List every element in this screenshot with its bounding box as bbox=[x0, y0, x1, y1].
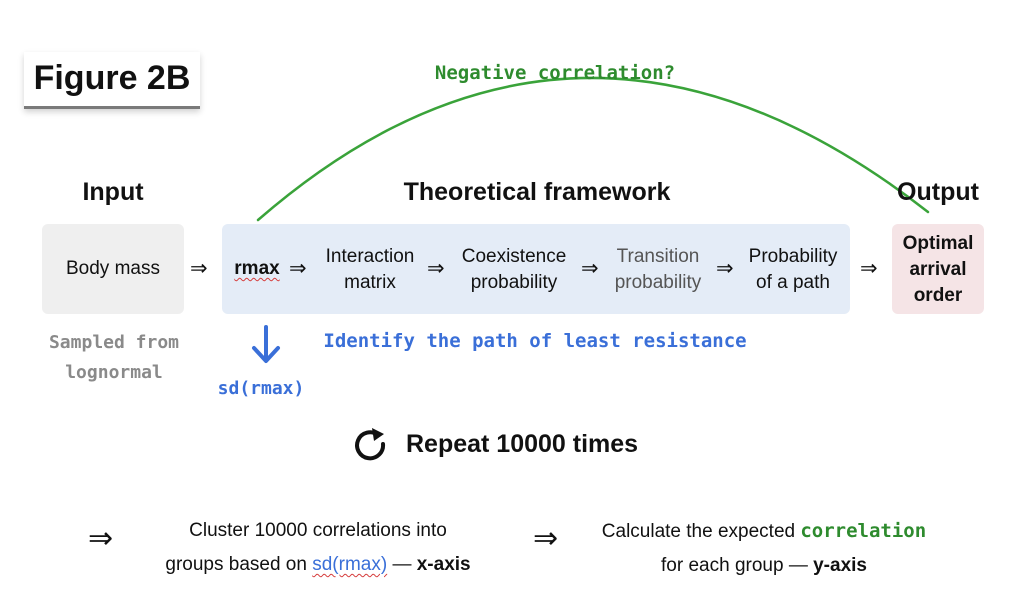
output-line3: order bbox=[913, 285, 963, 306]
arrow-transition-to-path: ⇒ bbox=[716, 257, 734, 280]
path-caption: Identify the path of least resistance bbox=[323, 330, 747, 352]
correlation-line2: for each group — y-axis bbox=[574, 549, 954, 583]
output-line1: Optimal bbox=[902, 233, 974, 254]
cluster-line2-prefix: groups based on bbox=[165, 554, 313, 575]
sampling-note-line2: lognormal bbox=[65, 362, 163, 383]
interaction-matrix-node: Interaction matrix bbox=[316, 244, 424, 296]
repeat-icon bbox=[355, 428, 386, 461]
correlation-step-text: Calculate the expected correlation for e… bbox=[574, 514, 954, 583]
repeat-label: Repeat 10000 times bbox=[406, 430, 639, 458]
header-output: Output bbox=[897, 178, 979, 206]
body-mass-label: Body mass bbox=[66, 258, 160, 279]
sampling-note-line1: Sampled from bbox=[48, 332, 180, 353]
correlation-line2-prefix: for each group — bbox=[661, 555, 814, 576]
arrow-step1: ⇒ bbox=[88, 522, 114, 555]
cluster-dash: — bbox=[387, 554, 417, 575]
input-box bbox=[42, 224, 184, 314]
path-line2: of a path bbox=[756, 272, 830, 293]
transition-probability-node: Transition probability bbox=[604, 244, 712, 296]
coexistence-line1: Coexistence bbox=[461, 246, 567, 267]
arrow-rmax-to-interaction: ⇒ bbox=[289, 257, 307, 280]
header-input: Input bbox=[82, 178, 144, 206]
correlation-term: correlation bbox=[800, 520, 927, 542]
sampling-note: Sampled from lognormal bbox=[30, 328, 198, 388]
x-axis-label: x-axis bbox=[416, 554, 471, 575]
rmax-label: rmax bbox=[234, 258, 280, 279]
coexistence-probability-node: Coexistence probability bbox=[452, 244, 576, 296]
arrow-input-to-rmax: ⇒ bbox=[190, 257, 208, 280]
arrow-coexistence-to-transition: ⇒ bbox=[581, 257, 599, 280]
optimal-arrival-order-node: Optimal arrival order bbox=[892, 231, 984, 309]
rmax-node: rmax bbox=[228, 256, 286, 282]
correlation-line1-prefix: Calculate the expected bbox=[601, 521, 801, 542]
path-line1: Probability bbox=[748, 246, 838, 267]
sd-rmax-label: sd(rmax) bbox=[217, 378, 305, 399]
curve-label: Negative correlation? bbox=[434, 62, 676, 84]
transition-line2: probability bbox=[614, 272, 702, 293]
arrow-down-icon bbox=[252, 325, 280, 363]
arrow-framework-to-output: ⇒ bbox=[860, 257, 878, 280]
arrow-interaction-to-coexistence: ⇒ bbox=[427, 257, 445, 280]
cluster-line2: groups based on sd(rmax) — x-axis bbox=[128, 548, 508, 582]
transition-line1: Transition bbox=[616, 246, 700, 267]
output-line2: arrival bbox=[909, 259, 967, 280]
correlation-line1: Calculate the expected correlation bbox=[574, 514, 954, 549]
path-probability-node: Probability of a path bbox=[738, 244, 848, 296]
interaction-line2: matrix bbox=[344, 272, 396, 293]
figure-title: Figure 2B bbox=[24, 52, 200, 109]
cluster-line1: Cluster 10000 correlations into bbox=[189, 520, 447, 541]
coexistence-line2: probability bbox=[470, 272, 558, 293]
header-framework: Theoretical framework bbox=[403, 178, 671, 206]
output-box bbox=[892, 224, 984, 314]
interaction-line1: Interaction bbox=[325, 246, 415, 267]
framework-box bbox=[222, 224, 850, 314]
cluster-term-sd-rmax: sd(rmax) bbox=[312, 554, 388, 575]
cluster-step-text: Cluster 10000 correlations into groups b… bbox=[128, 514, 508, 582]
y-axis-label: y-axis bbox=[813, 555, 867, 576]
arrow-step2: ⇒ bbox=[533, 522, 559, 555]
